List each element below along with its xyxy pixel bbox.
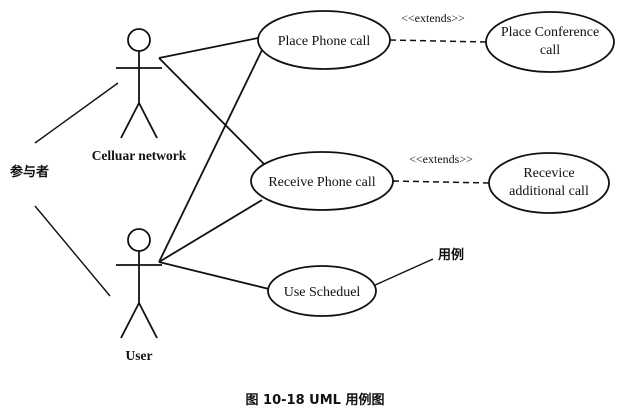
extends-arrow-top (390, 40, 487, 42)
actor-left-leg (120, 302, 140, 339)
use-case-receive-phone-call: Receive Phone call (250, 151, 394, 211)
use-case-label: Receive Phone call (268, 175, 375, 190)
actor-label-cellular: Celluar network (92, 148, 187, 163)
use-case-label-line1: Recevice (523, 166, 574, 181)
use-case-label: Use Scheduel (284, 285, 361, 300)
use-case-receive-additional-call: Recevice additional call (488, 152, 610, 214)
annotation-pointer-cellular (34, 82, 119, 144)
use-case-use-scheduel: Use Scheduel (267, 265, 377, 317)
actor-head (127, 28, 151, 52)
annotation-use-case: 用例 (437, 247, 464, 263)
assoc-cellular-receive (158, 57, 266, 166)
associations (158, 37, 270, 290)
assoc-cellular-place (158, 37, 259, 59)
assoc-user-receive (158, 199, 263, 263)
annotation-participant: 参与者 (10, 164, 49, 180)
actor-right-leg (138, 302, 158, 339)
annotation-pointer-user (34, 205, 111, 297)
actor-cellular-network (116, 28, 162, 139)
actor-right-leg (138, 102, 158, 139)
use-case-label: Place Phone call (278, 34, 371, 49)
stereotype-extends-bottom: <<extends>> (409, 152, 473, 166)
use-case-label-line1: Place Conference (501, 25, 599, 40)
actor-left-leg (120, 102, 140, 139)
use-case-label-line2: call (540, 43, 560, 58)
actor-user (116, 228, 162, 339)
figure-caption: 图 10-18 UML 用例图 (246, 392, 385, 408)
stereotype-extends-top: <<extends>> (401, 11, 465, 25)
assoc-user-place (158, 49, 263, 263)
assoc-user-scheduel (158, 261, 270, 290)
use-case-place-conference-call: Place Conference call (485, 11, 615, 73)
use-case-place-phone-call: Place Phone call (257, 10, 391, 70)
actor-label-user: User (126, 348, 153, 363)
actor-head (127, 228, 151, 252)
extends-arrow-bottom (394, 181, 490, 183)
use-case-label-line2: additional call (509, 184, 589, 199)
annotation-pointer-use-case (372, 258, 434, 287)
